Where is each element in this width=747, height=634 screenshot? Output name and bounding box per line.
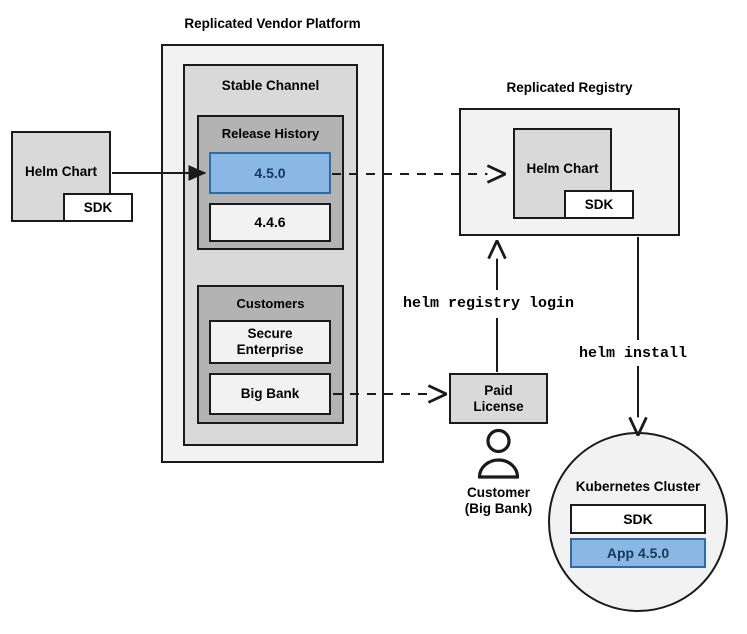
- paid-license-label: Paid License: [473, 382, 524, 414]
- cluster-component-sdk-label: SDK: [623, 510, 653, 527]
- release-version-4-5-0[interactable]: 4.5.0: [209, 152, 331, 194]
- registry-helm-chart-sdk-box: SDK: [564, 190, 634, 219]
- helm-install-command: helm install: [579, 345, 688, 362]
- cluster-component-app: App 4.5.0: [570, 538, 706, 568]
- customers-title: Customers: [236, 296, 305, 311]
- cluster-component-app-label: App 4.5.0: [606, 544, 670, 561]
- release-history-title: Release History: [221, 126, 320, 141]
- source-helm-chart-box: Helm Chart: [11, 131, 111, 222]
- customer-actor-label: Customer (Big Bank): [464, 485, 533, 516]
- customer-person-icon: [470, 428, 527, 480]
- vendor-platform-title: Replicated Vendor Platform: [184, 16, 361, 31]
- registry-title: Replicated Registry: [506, 80, 633, 95]
- paid-license-box: Paid License: [449, 373, 548, 424]
- cluster-component-sdk: SDK: [570, 504, 706, 534]
- release-version-4-4-6-label: 4.4.6: [254, 214, 286, 231]
- release-version-4-4-6[interactable]: 4.4.6: [209, 203, 331, 242]
- source-helm-chart-sdk-label: SDK: [83, 199, 113, 215]
- registry-helm-chart-sdk-label: SDK: [584, 196, 614, 212]
- source-helm-chart-label: Helm Chart: [24, 164, 97, 179]
- registry-helm-chart-label: Helm Chart: [526, 161, 599, 176]
- customer-entry-big-bank[interactable]: Big Bank: [209, 373, 331, 415]
- stable-channel-title: Stable Channel: [221, 78, 320, 93]
- helm-registry-login-command: helm registry login: [403, 295, 575, 312]
- kubernetes-cluster-title: Kubernetes Cluster: [575, 479, 701, 494]
- customer-entry-big-bank-label: Big Bank: [240, 386, 300, 402]
- source-helm-chart-sdk-box: SDK: [63, 193, 133, 222]
- release-version-4-5-0-label: 4.5.0: [254, 164, 286, 181]
- customer-entry-secure-enterprise-label: Secure Enterprise: [236, 326, 304, 357]
- customer-entry-secure-enterprise[interactable]: Secure Enterprise: [209, 320, 331, 364]
